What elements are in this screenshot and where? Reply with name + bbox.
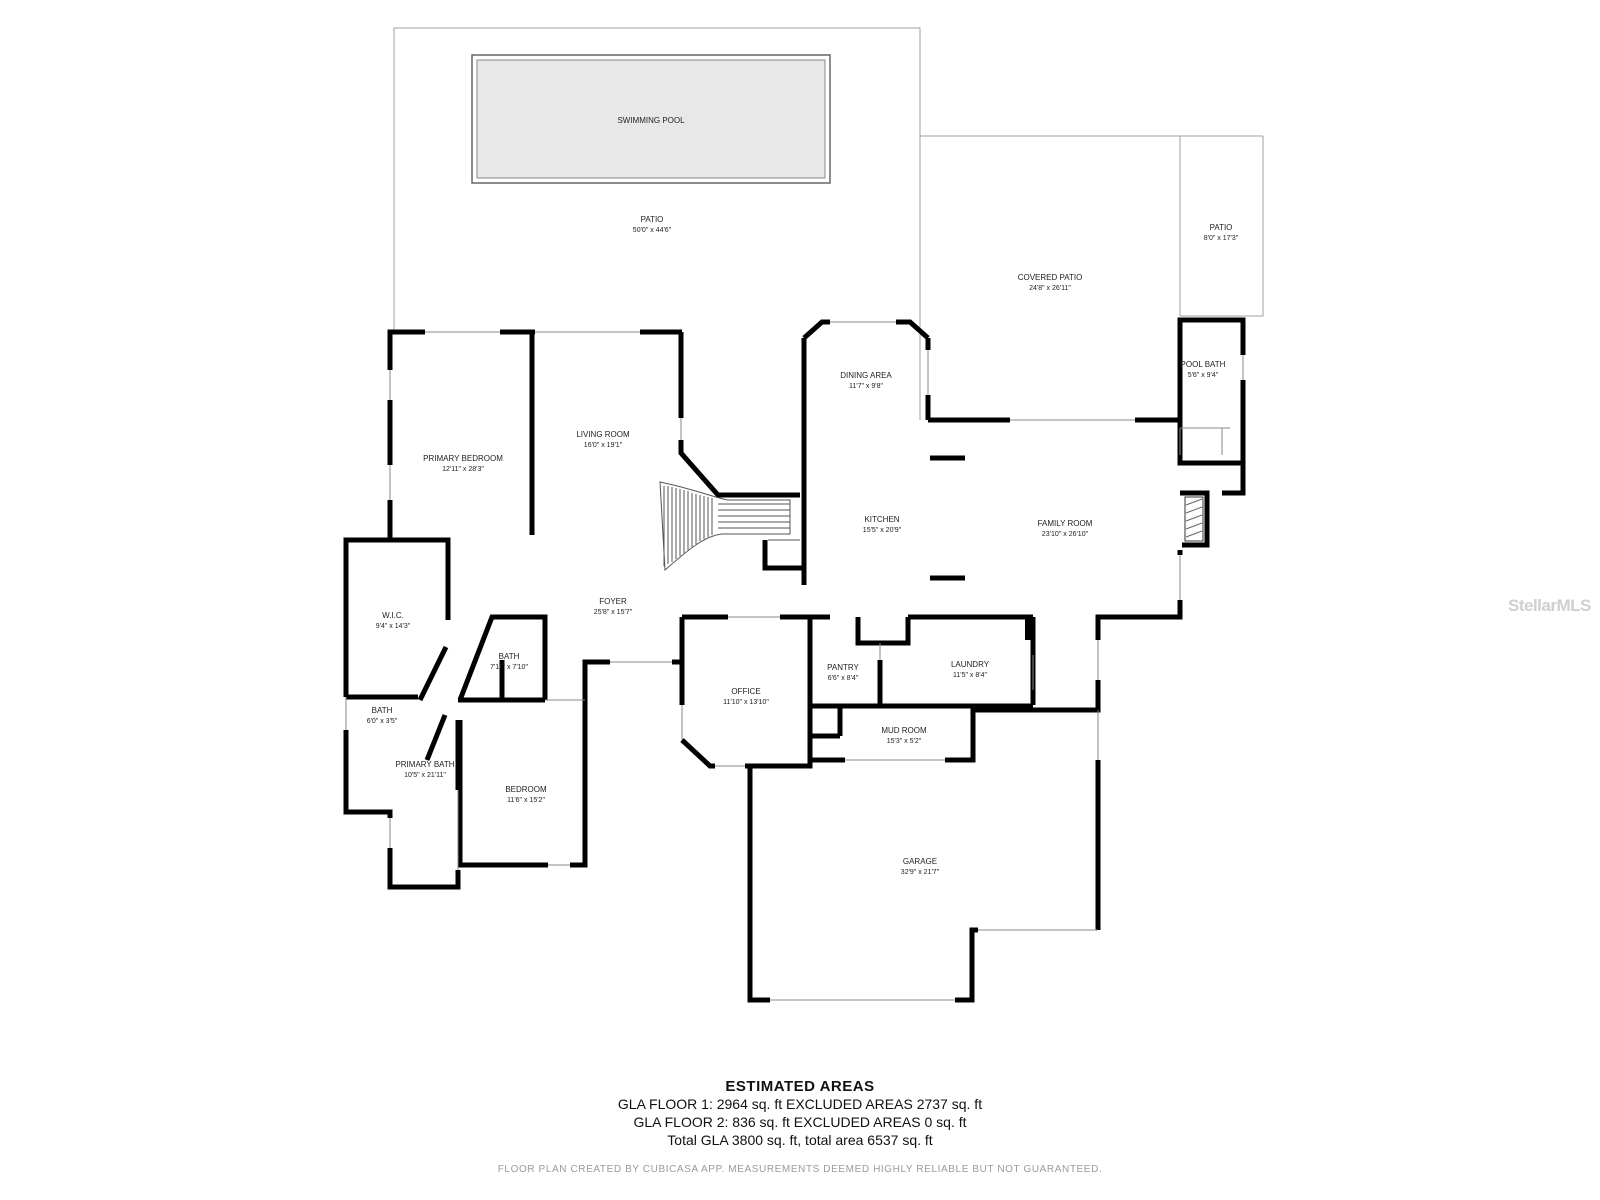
- disclaimer: FLOOR PLAN CREATED BY CUBICASA APP. MEAS…: [497, 1164, 1103, 1175]
- room-name: LAUNDRY: [951, 660, 990, 669]
- room-label-family-room: FAMILY ROOM 23'10" x 26'10": [1038, 519, 1093, 538]
- room-name: PRIMARY BATH: [395, 760, 454, 769]
- swimming-pool: [471, 54, 831, 184]
- room-name: OFFICE: [731, 687, 760, 696]
- room-dimensions: 11'7" x 9'8": [849, 383, 883, 390]
- thin-lines: [345, 321, 1244, 1001]
- room-dimensions: 15'3" x 5'2": [887, 738, 922, 745]
- room-name: DINING AREA: [840, 371, 892, 380]
- room-label-office: OFFICE 11'10" x 13'10": [723, 687, 769, 706]
- room-labels: PATIO 50'0" x 44'6" COVERED PATIO 24'8" …: [367, 215, 1239, 876]
- room-name: PANTRY: [827, 663, 859, 672]
- room-dimensions: 6'0" x 3'5": [367, 718, 398, 725]
- room-dimensions: 8'0" x 17'3": [1204, 235, 1239, 242]
- room-label-garage: GARAGE 32'9" x 21'7": [901, 857, 940, 876]
- room-label-bedroom: BEDROOM 11'6" x 15'2": [505, 785, 547, 804]
- pool-label-group: SWIMMING POOL: [617, 116, 685, 125]
- room-label-living-room: LIVING ROOM 16'0" x 19'1": [576, 430, 630, 449]
- room-dimensions: 11'6" x 15'2": [507, 797, 545, 804]
- room-dimensions: 32'9" x 21'7": [901, 869, 940, 876]
- room-dimensions: 23'10" x 26'10": [1042, 531, 1089, 538]
- room-name: POOL BATH: [1181, 360, 1226, 369]
- room-dimensions: 6'6" x 8'4": [828, 675, 859, 682]
- room-dimensions: 16'0" x 19'1": [584, 442, 623, 449]
- room-name: PATIO: [1210, 223, 1233, 232]
- room-name: FOYER: [599, 597, 627, 606]
- room-dimensions: 25'8" x 15'7": [594, 609, 633, 616]
- room-name: BATH: [499, 652, 520, 661]
- gla-floor-2: GLA FLOOR 2: 836 sq. ft EXCLUDED AREAS 0…: [633, 1114, 967, 1130]
- room-label-dining-area: DINING AREA 11'7" x 9'8": [840, 371, 892, 390]
- room-name: PATIO: [641, 215, 664, 224]
- room-dimensions: 24'8" x 26'11": [1029, 285, 1071, 292]
- room-label-laundry: LAUNDRY 11'5" x 8'4": [951, 660, 990, 679]
- staircase: [659, 481, 800, 572]
- room-dimensions: 7'11" x 7'10": [490, 664, 528, 671]
- room-label-patio-main: PATIO 50'0" x 44'6": [633, 215, 672, 234]
- room-name: COVERED PATIO: [1018, 273, 1083, 282]
- room-label-pantry: PANTRY 6'6" x 8'4": [827, 663, 859, 682]
- room-label-primary-bedroom: PRIMARY BEDROOM 12'11" x 28'3": [423, 454, 503, 473]
- room-dimensions: 15'5" x 20'9": [863, 527, 902, 534]
- room-name: LIVING ROOM: [576, 430, 630, 439]
- room-name: W.I.C.: [382, 611, 404, 620]
- room-dimensions: 50'0" x 44'6": [633, 227, 672, 234]
- room-name: MUD ROOM: [881, 726, 927, 735]
- room-label-primary-bath: PRIMARY BATH 10'5" x 21'11": [395, 760, 454, 779]
- room-name: PRIMARY BEDROOM: [423, 454, 503, 463]
- estimated-areas-title: ESTIMATED AREAS: [725, 1078, 875, 1095]
- room-label-covered-patio: COVERED PATIO 24'8" x 26'11": [1018, 273, 1083, 292]
- pool-label: SWIMMING POOL: [617, 116, 685, 125]
- gla-floor-1: GLA FLOOR 1: 2964 sq. ft EXCLUDED AREAS …: [617, 1096, 983, 1112]
- room-label-mud-room: MUD ROOM 15'3" x 5'2": [881, 726, 927, 745]
- total-gla: Total GLA 3800 sq. ft, total area 6537 s…: [667, 1132, 933, 1148]
- room-dimensions: 11'5" x 8'4": [953, 672, 987, 679]
- room-name: FAMILY ROOM: [1038, 519, 1093, 528]
- room-label-pool-bath: POOL BATH 5'6" x 9'4": [1181, 360, 1226, 379]
- room-dimensions: 10'5" x 21'11": [404, 772, 446, 779]
- room-name: GARAGE: [903, 857, 937, 866]
- room-name: BEDROOM: [505, 785, 547, 794]
- room-dimensions: 9'4" x 14'3": [376, 623, 411, 630]
- room-label-bath-2: BATH 6'0" x 3'5": [367, 706, 398, 725]
- room-label-kitchen: KITCHEN 15'5" x 20'9": [863, 515, 902, 534]
- room-dimensions: 12'11" x 28'3": [442, 466, 484, 473]
- room-dimensions: 11'10" x 13'10": [723, 699, 769, 706]
- room-label-bath-1: BATH 7'11" x 7'10": [490, 652, 528, 671]
- room-label-patio-side: PATIO 8'0" x 17'3": [1204, 223, 1239, 242]
- room-label-wic: W.I.C. 9'4" x 14'3": [376, 611, 411, 630]
- room-label-foyer: FOYER 25'8" x 15'7": [594, 597, 633, 616]
- fireplace: [1184, 496, 1204, 542]
- watermark: StellarMLS: [1508, 596, 1591, 615]
- walls: [343, 317, 1246, 1003]
- room-dimensions: 5'6" x 9'4": [1188, 372, 1219, 379]
- room-name: BATH: [372, 706, 393, 715]
- room-name: KITCHEN: [864, 515, 899, 524]
